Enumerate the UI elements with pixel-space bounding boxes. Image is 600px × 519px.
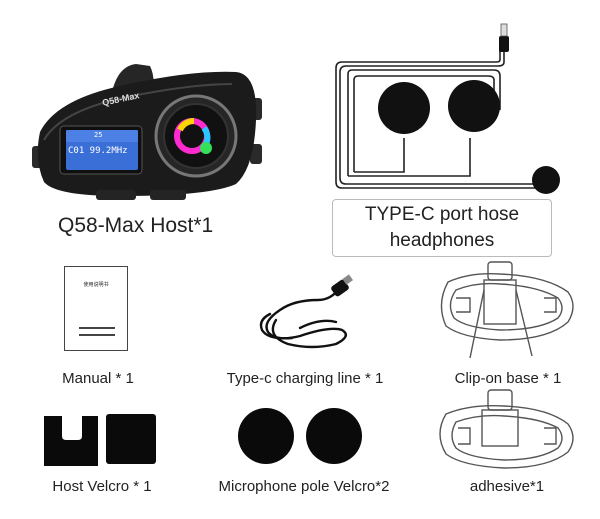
manual-booklet: 使用说明书 — [64, 266, 128, 351]
mic-velcro-caption: Microphone pole Velcro*2 — [218, 478, 390, 495]
manual-line — [79, 334, 115, 336]
manual-cover-text: 使用说明书 — [83, 282, 109, 288]
manual-line — [79, 327, 115, 329]
screen-frequency: C01 99.2MHz — [68, 146, 128, 156]
clip-base-caption: Clip-on base * 1 — [454, 370, 562, 387]
screen-status: 25 — [94, 131, 103, 139]
manual-caption: Manual * 1 — [62, 370, 134, 387]
host-velcro-caption: Host Velcro * 1 — [52, 478, 152, 495]
headphones-label: TYPE-C port hose headphones — [332, 199, 552, 257]
cable-caption: Type-c charging line * 1 — [226, 370, 384, 387]
headphones-label-line2: headphones — [389, 230, 495, 251]
headphones-label-line1: TYPE-C port hose — [364, 204, 520, 225]
host-title: Q58-Max Host*1 — [58, 214, 214, 237]
adhesive-caption: adhesive*1 — [469, 478, 545, 495]
